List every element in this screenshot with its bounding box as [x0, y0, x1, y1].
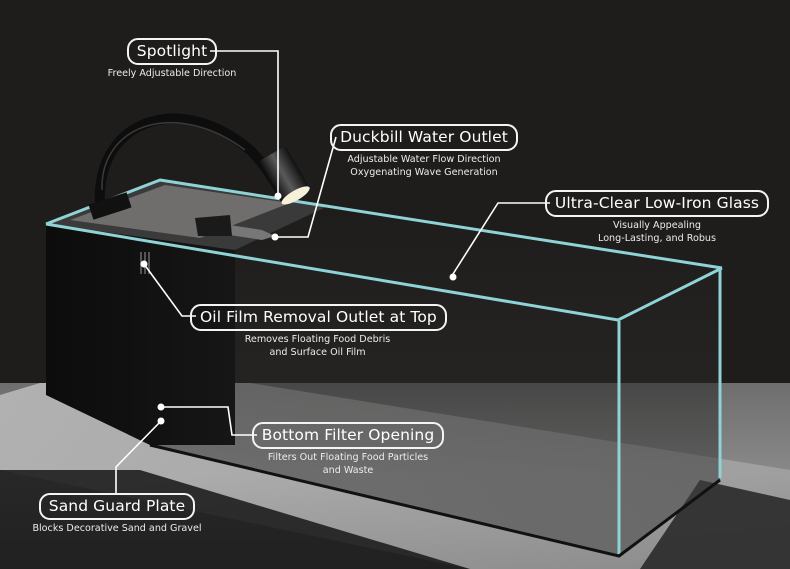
glass-leader-line — [452, 202, 550, 275]
callout-spotlight: Spotlight Freely Adjustable Direction — [92, 38, 252, 81]
filter-cabinet — [46, 224, 235, 445]
callout-duckbill-desc-2: Oxygenating Wave Generation — [350, 166, 498, 178]
spotlight-anchor-dot — [274, 192, 282, 200]
glass-top-back-edge — [45, 178, 723, 270]
callout-duckbill: Duckbill Water Outlet Adjustable Water F… — [330, 124, 518, 179]
duckbill-outlet-body — [195, 215, 232, 236]
callout-glass-desc-2: Long-Lasting, and Robus — [598, 232, 716, 244]
spotlight-gooseneck-highlight — [101, 121, 246, 191]
callout-bottom-filter: Bottom Filter Opening Filters Out Floati… — [251, 422, 445, 477]
oil-outlet-slot — [148, 252, 150, 274]
callout-oil-film-desc-1: Removes Floating Food Debris — [244, 334, 391, 345]
callout-sand-guard: Sand Guard Plate Blocks Decorative Sand … — [22, 493, 212, 536]
callout-sand-guard-desc-1: Blocks Decorative Sand and Gravel — [32, 523, 202, 534]
spotlight-clamp — [88, 192, 132, 220]
duckbill-anchor-dot — [271, 233, 279, 241]
callout-sand-guard-label: Sand Guard Plate — [38, 493, 196, 520]
oil-film-anchor-dot — [140, 260, 148, 268]
callout-bottom-filter-desc-1: Filters Out Floating Food Particles — [267, 452, 429, 463]
sand-guard-leader-line — [115, 420, 162, 494]
callout-bottom-filter-label: Bottom Filter Opening — [251, 422, 445, 449]
callout-oil-film-label: Oil Film Removal Outlet at Top — [190, 304, 447, 331]
sand-guard-anchor-dot — [157, 417, 165, 425]
filter-cabinet-lid — [70, 185, 290, 238]
callout-duckbill-label: Duckbill Water Outlet — [330, 124, 518, 151]
callout-glass-label: Ultra-Clear Low-Iron Glass — [544, 190, 770, 217]
callout-spotlight-label: Spotlight — [126, 38, 218, 65]
callout-oil-film-desc-2: and Surface Oil Film — [269, 346, 366, 358]
glass-edges — [45, 178, 723, 556]
callout-anchor-dots — [140, 192, 457, 425]
callout-duckbill-desc-1: Adjustable Water Flow Direction — [347, 154, 501, 165]
callout-spotlight-desc-1: Freely Adjustable Direction — [107, 68, 237, 79]
glass-top-front-edge — [45, 222, 723, 322]
spotlight-leader-line — [210, 50, 279, 196]
bottom-filter-anchor-dot — [157, 403, 165, 411]
tank-interior — [150, 180, 720, 555]
callout-glass: Ultra-Clear Low-Iron Glass Visually Appe… — [544, 190, 770, 245]
callout-oil-film: Oil Film Removal Outlet at Top Removes F… — [190, 304, 447, 359]
callout-glass-desc-1: Visually Appealing — [612, 220, 702, 231]
duckbill-leader-line — [275, 136, 337, 238]
floor-shadow-right — [640, 480, 790, 569]
bottom-filter-leader-line — [161, 406, 257, 436]
glass-bottom-trim — [149, 443, 721, 558]
glass-anchor-dot — [449, 273, 457, 281]
spotlight-head — [259, 147, 310, 205]
callout-bottom-filter-desc-2: and Waste — [322, 464, 374, 476]
